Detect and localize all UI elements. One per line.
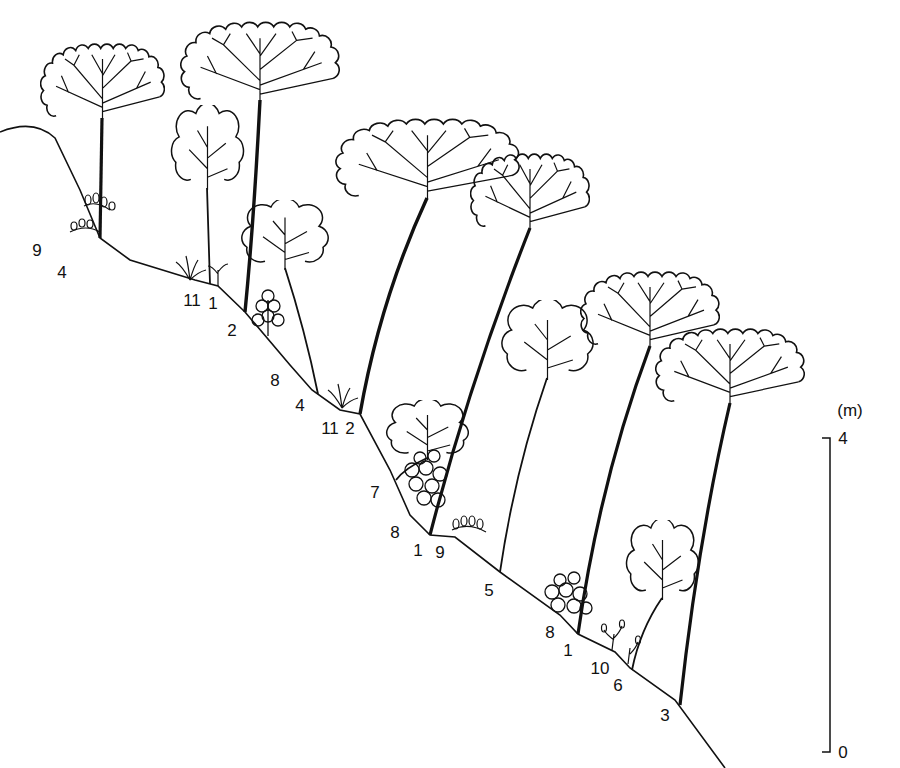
shrub [405, 450, 447, 507]
scale-bar [822, 438, 830, 752]
herb [452, 516, 486, 532]
callout-number: 8 [545, 624, 554, 641]
scale-label: 0 [838, 744, 847, 761]
callout-number: 10 [591, 660, 610, 677]
seedling [602, 620, 641, 664]
callout-number: 11 [183, 292, 201, 309]
scale-label: 4 [838, 430, 847, 447]
callout-number: 6 [613, 677, 622, 694]
callout-number: 2 [227, 322, 236, 339]
callout-number: 9 [32, 242, 41, 259]
grass [328, 384, 358, 408]
herb [70, 193, 115, 232]
callout-number: 8 [270, 372, 279, 389]
callout-number: 4 [57, 264, 66, 281]
small-tree [242, 199, 328, 394]
callout-number: 2 [345, 420, 354, 437]
small-tree [387, 399, 469, 480]
shrub [252, 290, 284, 336]
callout-number: 11 [321, 420, 339, 437]
callout-number: 1 [413, 542, 422, 559]
tall-tree [41, 44, 165, 238]
callout-number: 9 [435, 544, 444, 561]
small-tree [500, 298, 593, 572]
callout-number: 7 [370, 484, 379, 501]
tall-tree [430, 154, 589, 535]
tall-tree [578, 272, 719, 634]
callout-number: 4 [295, 397, 304, 414]
callout-number: 1 [563, 642, 572, 659]
small-tree [172, 103, 244, 284]
ground-line [0, 127, 725, 768]
callout-number: 5 [484, 582, 493, 599]
callout-number: 1 [208, 295, 217, 312]
shrub [545, 572, 592, 614]
callout-number: 8 [390, 524, 399, 541]
tall-tree [656, 329, 804, 705]
scale-label: (m) [837, 402, 862, 419]
tall-tree [181, 22, 339, 312]
callout-number: 3 [660, 707, 669, 724]
small-tree [627, 518, 699, 670]
grass [176, 256, 206, 280]
seedling [208, 264, 228, 286]
